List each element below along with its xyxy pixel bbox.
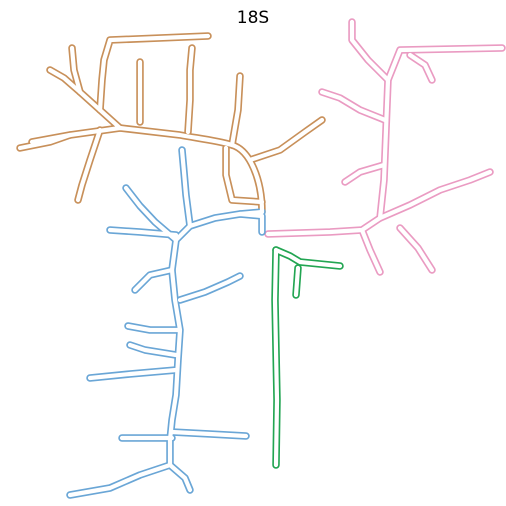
three-prime-major-right-arm-inner: [180, 276, 240, 300]
hollow-line-overlay: [20, 22, 502, 495]
three-prime-minor-domain: [275, 250, 340, 465]
central-left-arm-inner: [322, 92, 385, 120]
five-prime-domain: [20, 36, 322, 212]
three-prime-major-backbone: [170, 212, 262, 465]
five-prime-lower-arm-inner: [78, 130, 100, 200]
central-lower-stem-inner: [362, 230, 380, 272]
three-prime-minor-hook-inner: [296, 268, 298, 295]
three-prime-minor-stem-inner: [275, 250, 277, 465]
three-prime-major-backbone-inner: [170, 212, 262, 465]
central-top-stem: [352, 22, 388, 80]
